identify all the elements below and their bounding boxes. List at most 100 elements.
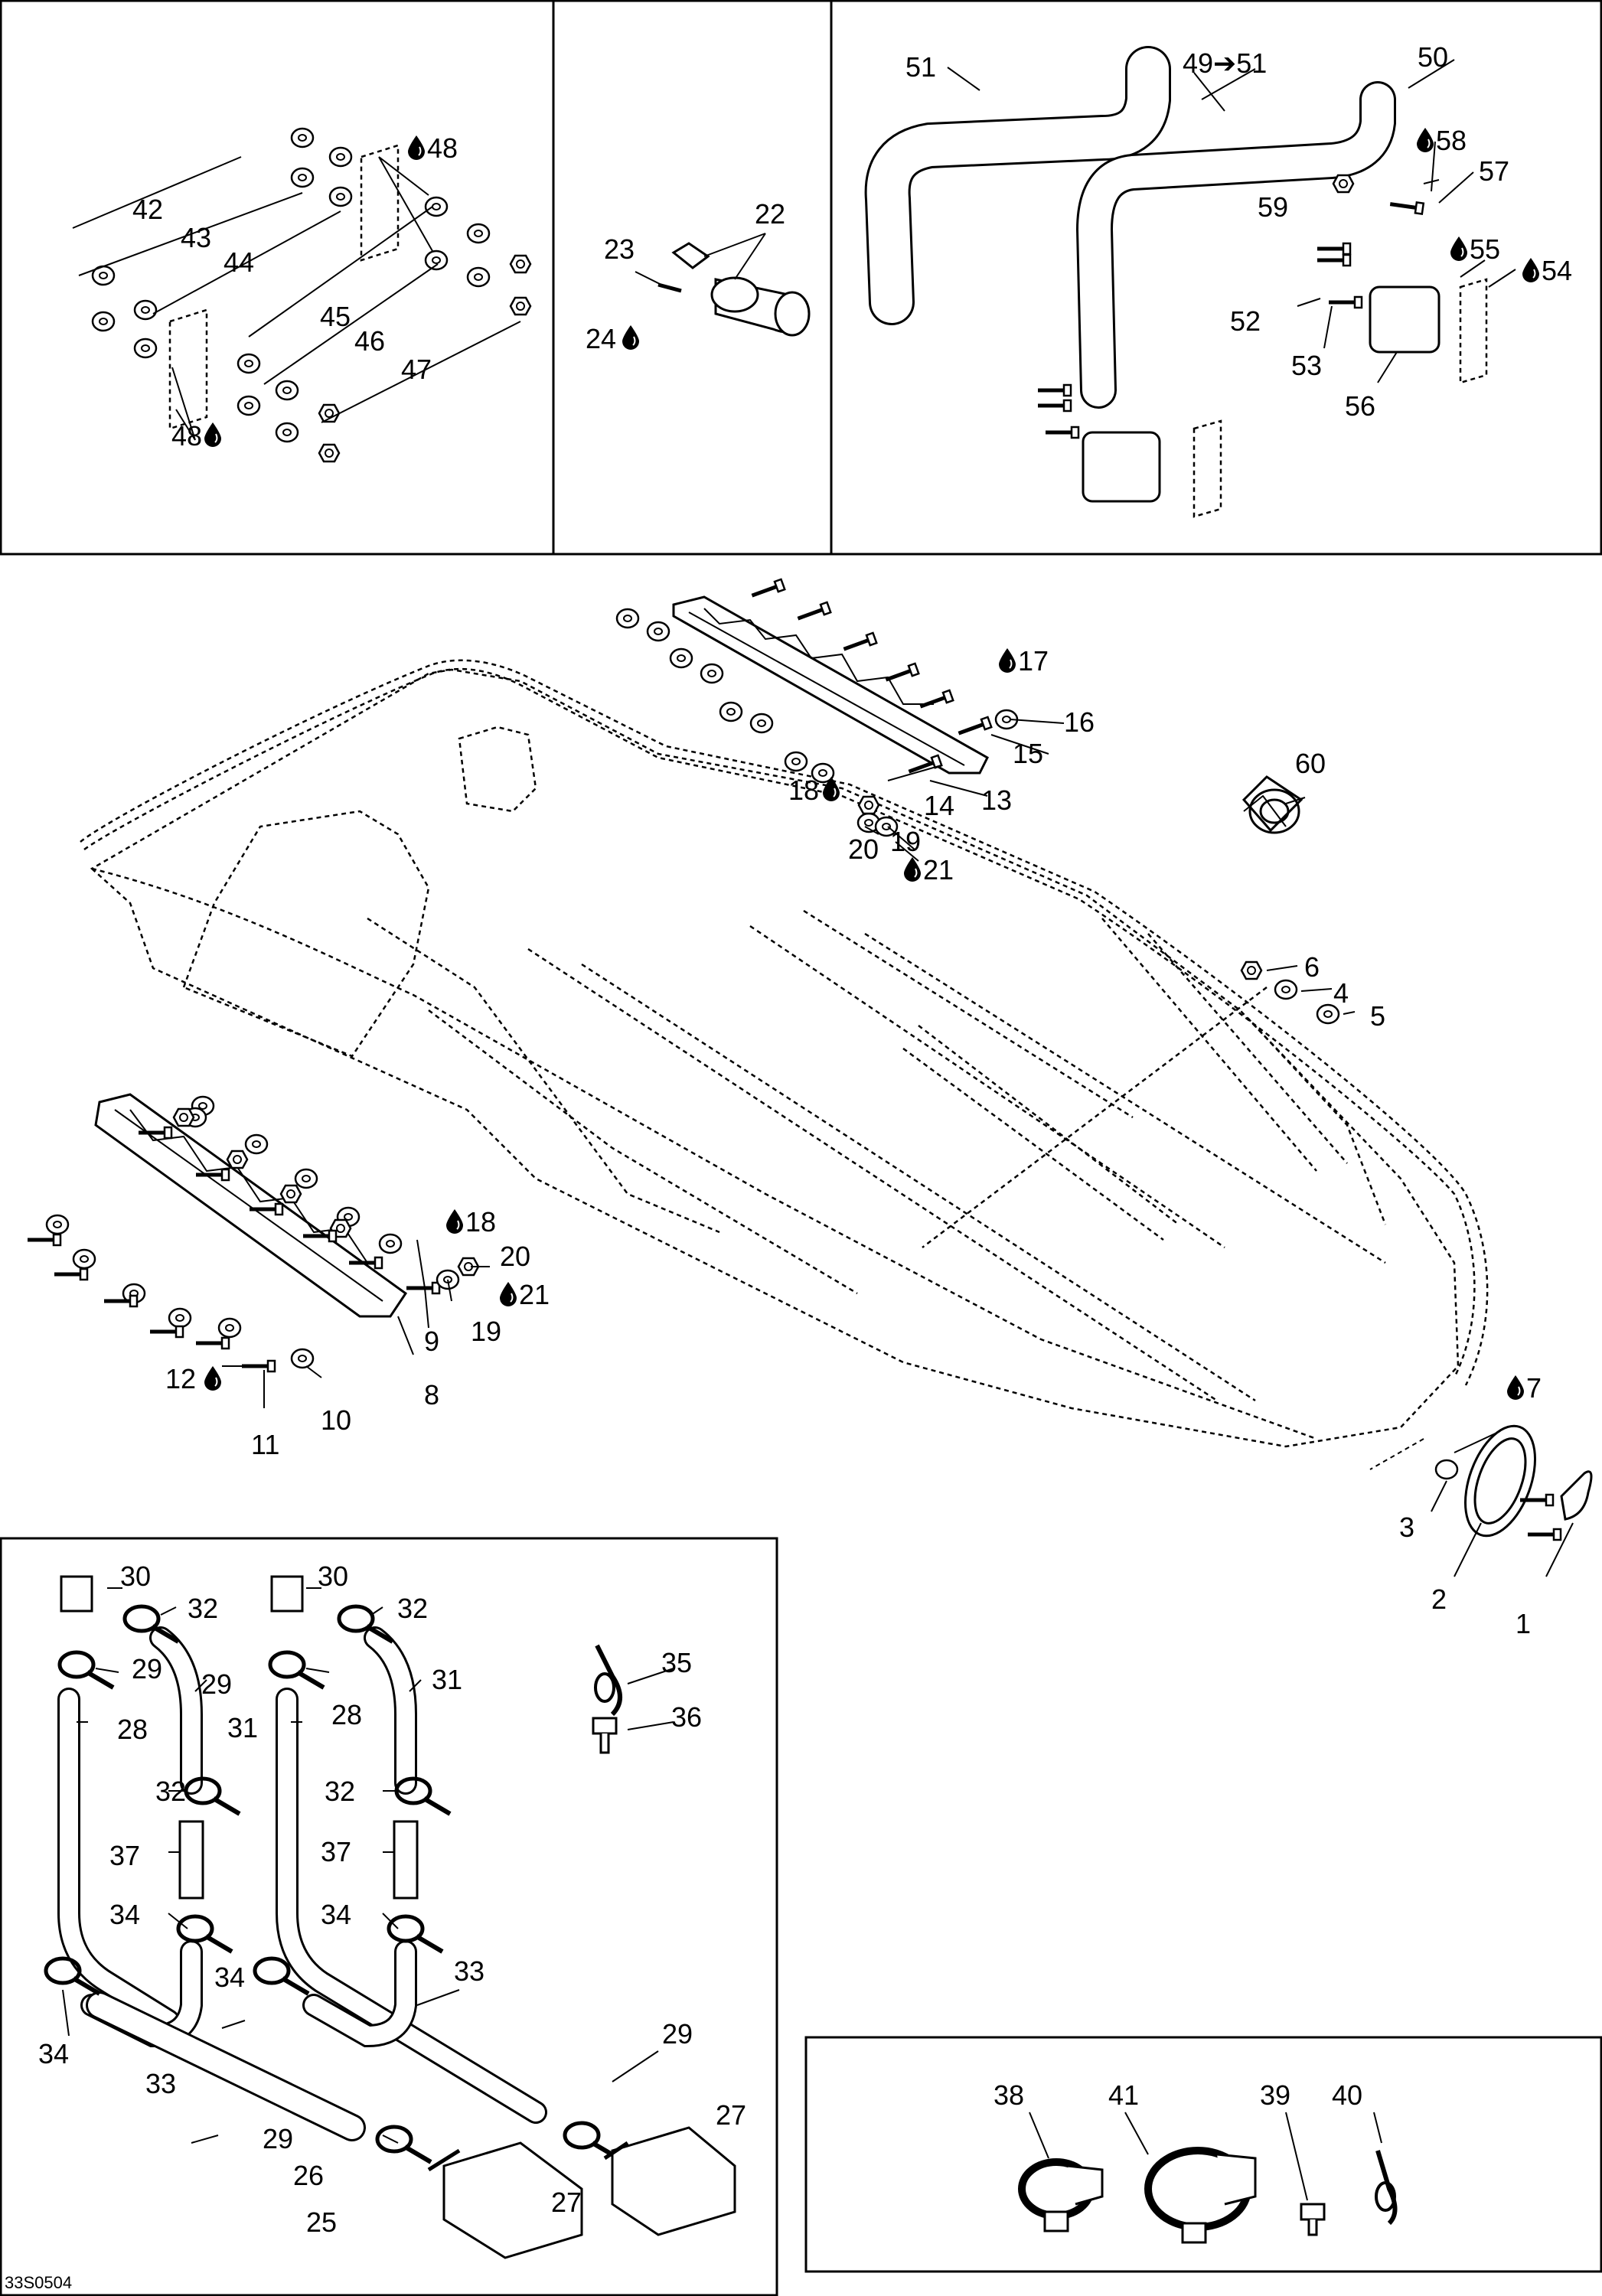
top-frame (0, 0, 1602, 556)
callout-35: 35 (661, 1647, 692, 1678)
drawing-code: 33S0504 (5, 2273, 72, 2292)
callout-18-upper: 18 (788, 775, 819, 806)
clamps-panel (804, 2036, 1602, 2273)
callout-32-left-top: 32 (188, 1593, 218, 1624)
callout-7: 7 (1526, 1372, 1542, 1404)
callout-49-51: 49➔51 (1183, 47, 1267, 79)
callout-37-left: 37 (109, 1840, 140, 1871)
callout-57: 57 (1479, 155, 1509, 187)
callout-42: 42 (132, 194, 163, 225)
callout-54: 54 (1542, 255, 1572, 286)
callout-45: 45 (320, 301, 351, 332)
handle-panel (864, 46, 1516, 518)
callout-31-right: 31 (432, 1664, 462, 1695)
callout-27-upper: 27 (716, 2099, 746, 2131)
sponson-lower (28, 1093, 490, 1408)
callout-36: 36 (671, 1701, 702, 1733)
callout-32-right-top: 32 (397, 1593, 428, 1624)
callout-32-left-mid: 32 (155, 1776, 186, 1807)
callout-23: 23 (604, 233, 635, 265)
droplet-icon (204, 422, 222, 448)
callout-40: 40 (1332, 2079, 1362, 2111)
callout-34-left-a: 34 (109, 1899, 140, 1930)
callout-53: 53 (1291, 350, 1322, 381)
callout-22: 22 (755, 198, 785, 230)
sponson-upper (615, 579, 1065, 862)
callout-16: 16 (1064, 706, 1095, 738)
callout-4: 4 (1333, 977, 1349, 1009)
callout-10: 10 (321, 1404, 351, 1436)
callout-25: 25 (306, 2206, 337, 2238)
callout-29-bottom: 29 (263, 2123, 293, 2154)
callout-47: 47 (401, 354, 432, 385)
callout-3: 3 (1399, 1512, 1414, 1543)
callout-9: 9 (424, 1326, 439, 1357)
callout-34-right-a: 34 (321, 1899, 351, 1930)
callout-29-right: 29 (201, 1668, 232, 1700)
callout-14: 14 (924, 790, 954, 821)
hull (80, 659, 1489, 1448)
droplet-icon (407, 135, 426, 161)
callout-39: 39 (1260, 2079, 1290, 2111)
callout-58: 58 (1436, 125, 1467, 156)
callout-43: 43 (181, 222, 211, 253)
callout-21-upper: 21 (923, 854, 954, 885)
callout-19-upper: 19 (890, 826, 921, 857)
callout-34-left-b: 34 (38, 2038, 69, 2069)
callout-18-lower: 18 (465, 1206, 496, 1238)
callout-29-left: 29 (132, 1653, 162, 1684)
callout-20-lower: 20 (500, 1241, 530, 1272)
callout-52: 52 (1230, 305, 1261, 337)
droplet-icon (1416, 127, 1434, 153)
bow-hardware (1240, 775, 1356, 1025)
callout-33-right: 33 (454, 1955, 485, 1987)
callout-19-lower: 19 (471, 1316, 501, 1347)
callout-30-left: 30 (120, 1561, 151, 1592)
droplet-icon (1450, 236, 1468, 262)
callout-33-left: 33 (145, 2068, 176, 2099)
callout-28-left: 28 (117, 1714, 148, 1745)
callout-50: 50 (1418, 41, 1448, 73)
callout-17: 17 (1018, 645, 1049, 677)
drain-plug-panel (635, 233, 811, 337)
callout-5: 5 (1370, 1000, 1385, 1032)
droplet-icon (998, 647, 1016, 673)
callout-27-lower: 27 (551, 2187, 582, 2218)
droplet-icon (204, 1365, 222, 1391)
callout-56: 56 (1345, 390, 1375, 422)
droplet-icon (499, 1281, 517, 1307)
droplet-icon (445, 1208, 464, 1234)
callout-6: 6 (1304, 951, 1320, 983)
callout-20-upper: 20 (848, 833, 879, 865)
callout-60: 60 (1295, 748, 1326, 779)
callout-48-top: 48 (427, 132, 458, 164)
callout-38: 38 (994, 2079, 1024, 2111)
callout-46: 46 (354, 325, 385, 357)
callout-34-right-b: 34 (214, 1962, 245, 1993)
callout-12: 12 (165, 1363, 196, 1394)
callout-44: 44 (223, 246, 254, 278)
callout-30-right: 30 (318, 1561, 348, 1592)
callout-37-right: 37 (321, 1836, 351, 1867)
tow-eye (1369, 1424, 1593, 1577)
callouts: 42 43 44 45 46 47 48 48 23 22 24 51 49➔5… (5, 41, 1572, 2292)
callout-8: 8 (424, 1379, 439, 1411)
droplet-icon (622, 325, 640, 351)
callout-2: 2 (1431, 1583, 1447, 1615)
u-bolt-panel (28, 81, 532, 463)
cooling-panel (0, 1537, 778, 2296)
callout-41: 41 (1108, 2079, 1139, 2111)
droplet-icon (1506, 1375, 1525, 1401)
callout-15: 15 (1013, 738, 1043, 769)
callout-32-right-mid: 32 (325, 1776, 355, 1807)
callout-59: 59 (1258, 191, 1288, 223)
callout-29-lower: 29 (662, 2018, 693, 2050)
callout-55: 55 (1470, 233, 1500, 265)
callout-11: 11 (251, 1429, 279, 1460)
callout-13: 13 (981, 784, 1012, 816)
droplet-icon (1522, 257, 1540, 283)
callout-24: 24 (586, 323, 616, 354)
callout-21-lower: 21 (519, 1279, 550, 1310)
callout-28-right: 28 (331, 1699, 362, 1730)
